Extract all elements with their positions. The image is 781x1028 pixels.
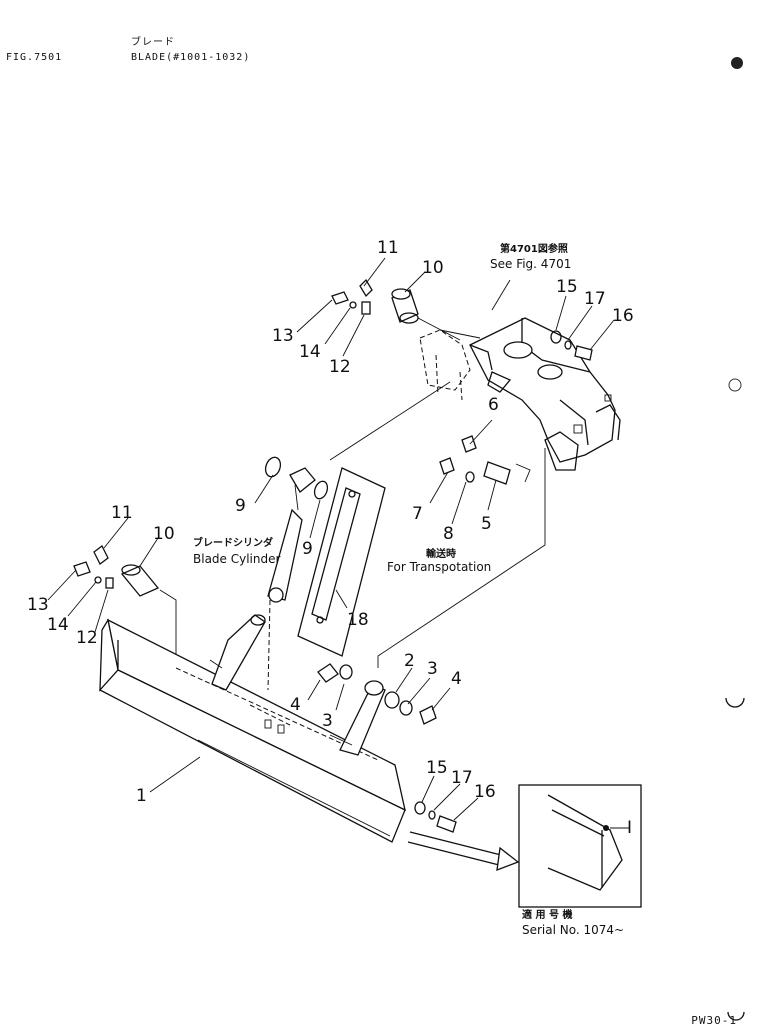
- transport-fasteners: [439, 435, 531, 485]
- callout-5: 5: [481, 514, 492, 534]
- transport-jp: 輸送時: [426, 547, 456, 560]
- inset-callout: I: [627, 818, 632, 838]
- frame-bracket: [419, 317, 621, 471]
- callout-13-left: 13: [27, 595, 49, 615]
- callout-4-right: 4: [451, 669, 462, 689]
- callout-10-left: 10: [153, 524, 175, 544]
- blade-arm-left: [209, 614, 266, 691]
- serial-en: Serial No. 1074~: [522, 923, 624, 937]
- callout-1: 1: [136, 786, 147, 806]
- upper-right-fasteners: [550, 330, 593, 361]
- callout-9-right: 9: [302, 539, 313, 559]
- transport-bar: [297, 467, 386, 657]
- see-fig-jp: 第4701図参照: [500, 242, 568, 255]
- callout-numbers: 1 2 3 3 4 4 5 6 7 8 9 9 10 10 11 11 12 1…: [27, 238, 634, 838]
- upper-pin-group: [331, 278, 461, 341]
- callout-18: 18: [347, 610, 369, 630]
- callout-2: 2: [404, 651, 415, 671]
- callout-15-upper: 15: [556, 277, 578, 297]
- callout-13-upper: 13: [272, 326, 294, 346]
- callout-17-lower: 17: [451, 768, 473, 788]
- callout-3-left: 3: [322, 711, 333, 731]
- callout-15-lower: 15: [426, 758, 448, 778]
- callout-4-left: 4: [290, 695, 301, 715]
- callout-11-upper: 11: [377, 238, 399, 258]
- callout-12-upper: 12: [329, 357, 351, 377]
- cylinder-jp: ブレードシリンダ: [193, 536, 273, 549]
- callout-6: 6: [488, 395, 499, 415]
- leader-lines: [159, 279, 546, 668]
- figure-code: FIG.7501: [6, 52, 63, 63]
- left-pin-group: [73, 545, 160, 597]
- callout-11-left: 11: [111, 503, 133, 523]
- blade-cylinder: [264, 456, 329, 691]
- notes: 第4701図参照 See Fig. 4701 ブレードシリンダ Blade Cy…: [193, 242, 624, 937]
- callout-12-left: 12: [76, 628, 98, 648]
- serial-jp: 適 用 号 機: [522, 908, 572, 921]
- inset-detail: [518, 784, 642, 908]
- page-title: BLADE(#1001-1032): [131, 52, 251, 63]
- title-japanese: ブレード: [131, 37, 175, 48]
- callout-9-left: 9: [235, 496, 246, 516]
- blade-arm-right: [329, 680, 386, 756]
- transport-en: For Transpotation: [387, 560, 491, 574]
- cylinder-en: Blade Cylinder: [193, 552, 280, 566]
- see-fig-en: See Fig. 4701: [490, 257, 571, 271]
- callout-leaders: [47, 257, 629, 829]
- inset-arrow: [407, 831, 520, 871]
- callout-7: 7: [412, 504, 423, 524]
- callout-10-upper: 10: [422, 258, 444, 278]
- bushings: [317, 663, 437, 725]
- callout-14-upper: 14: [299, 342, 321, 362]
- page-code: PW30-1: [691, 1014, 737, 1027]
- callout-14-left: 14: [47, 615, 69, 635]
- callout-17-upper: 17: [584, 289, 606, 309]
- callout-16-upper: 16: [612, 306, 634, 326]
- callout-3-right: 3: [427, 659, 438, 679]
- callout-16-lower: 16: [474, 782, 496, 802]
- binder-marks: [725, 57, 745, 1021]
- callout-8: 8: [443, 524, 454, 544]
- lower-right-fasteners: [414, 801, 457, 833]
